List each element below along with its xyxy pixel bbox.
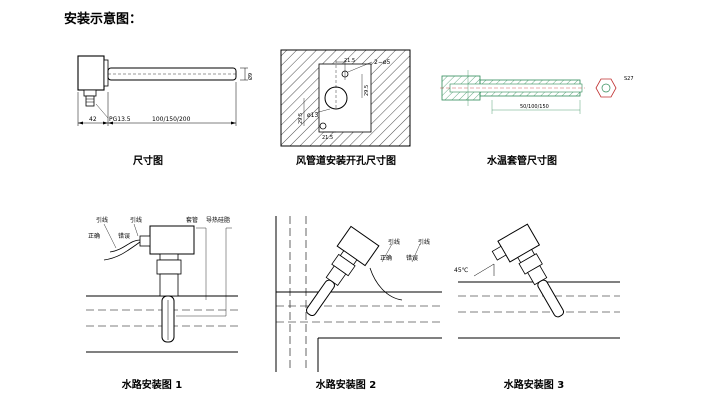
duct-holes-label: 2−ø5 [374, 59, 391, 66]
caption-water2: 水路安装图 2 [315, 380, 377, 391]
w1-grease: 导热硅脂 [206, 216, 230, 224]
probe-rod [107, 67, 237, 81]
water-install-3: 45℃ [454, 223, 620, 339]
sleeve-hex-dim: S27 [624, 76, 634, 82]
cable-gland [83, 89, 97, 97]
w2-wrong: 错误 [406, 254, 418, 262]
w2-lead1: 引线 [388, 238, 400, 246]
w1-lead2: 引线 [130, 216, 142, 224]
w1-correct: 正确 [88, 232, 100, 240]
caption-sleeve: 水温套管尺寸图 [487, 156, 557, 167]
w3-angle: 45℃ [454, 267, 469, 274]
page-title: 安装示意图： [64, 12, 143, 27]
w2-lead2: 引线 [418, 238, 430, 246]
caption-dimension: 尺寸图 [133, 156, 163, 167]
water-install-1: 引线 引线 套管 导热硅脂 正确 错误 [86, 216, 238, 353]
dim-length: 100/150/200 [152, 116, 191, 123]
caption-duct: 风管道安装开孔尺寸图 [296, 156, 396, 167]
probe-3 [537, 279, 565, 318]
dim-diameter: Ø9 [247, 73, 254, 80]
sensor-head-1 [149, 225, 195, 255]
duct-top-dim: 21.5 [344, 58, 355, 64]
duct-hole-drawing: 21.5 2−ø5 29.5 29.5 ø13 21.5 [280, 49, 411, 147]
dim-42: 42 [89, 116, 97, 123]
w1-sleeve: 套管 [186, 216, 198, 224]
w1-wrong: 错误 [118, 232, 130, 240]
sensor-housing [77, 55, 105, 91]
sleeve-length-dim: 50/100/150 [520, 104, 549, 110]
duct-bottom-dim: 21.5 [322, 135, 333, 141]
duct-dia-dim: ø13 [307, 112, 318, 119]
dim-pg: PG13.5 [109, 116, 131, 123]
w2-correct: 正确 [380, 254, 392, 262]
caption-water3: 水路安装图 3 [503, 380, 565, 391]
water-install-2: 引线 引线 正确 错误 [275, 216, 442, 372]
sleeve-drawing: 50/100/150 S27 [440, 70, 634, 114]
duct-left-dim: 29.5 [298, 113, 304, 124]
caption-water1: 水路安装图 1 [121, 380, 183, 391]
dimension-drawing: Ø9 42 100/150/200 PG13.5 [77, 55, 254, 126]
probe-2 [306, 279, 335, 317]
duct-right-dim: 29.5 [364, 85, 370, 96]
w1-lead1: 引线 [96, 216, 108, 224]
